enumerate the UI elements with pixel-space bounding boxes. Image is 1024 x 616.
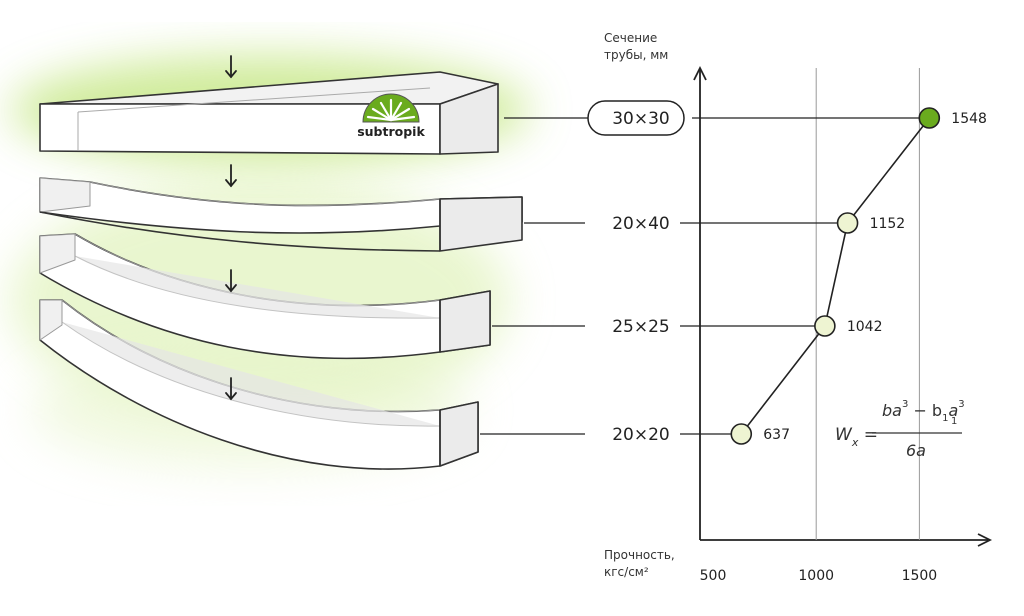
data-point (918, 107, 941, 129)
down-arrow-icon (225, 164, 237, 188)
y-axis (693, 65, 707, 540)
data-label: 1042 (847, 319, 883, 335)
down-arrow-icon (225, 269, 237, 293)
beam-25x25 (39, 233, 491, 360)
connector-lines (480, 117, 930, 435)
x-tick-label: 1500 (902, 568, 938, 584)
down-arrow-icon (225, 377, 237, 401)
section-modulus-formula: Wx = ba3 − b1a3 1 6a (835, 399, 965, 460)
palm-sunburst-icon (362, 93, 420, 123)
svg-text:6a: 6a (906, 441, 926, 460)
x-axis (700, 533, 993, 547)
y-axis-label-line2: трубы, мм (604, 48, 668, 62)
data-label: 1548 (951, 111, 987, 127)
down-arrow-icon (225, 55, 237, 79)
x-axis-label-line2: кгс/см² (604, 565, 649, 579)
brand-logo: subtropik (357, 93, 425, 139)
svg-text:1: 1 (951, 416, 957, 427)
gridlines (815, 68, 920, 540)
category-label: 30×30 (612, 109, 670, 129)
category-label: 20×40 (612, 214, 670, 234)
svg-text:ba3 − b1a3: ba3 − b1a3 (882, 399, 965, 424)
highlight-pill (587, 100, 685, 136)
data-point (814, 315, 836, 337)
data-label: 637 (763, 427, 790, 443)
svg-text:Wx =: Wx = (835, 425, 878, 449)
series-line (740, 117, 930, 435)
data-series (730, 107, 941, 445)
y-axis-label: Сечение (604, 31, 657, 45)
beam-20x20 (39, 299, 479, 470)
category-label: 20×20 (612, 425, 670, 445)
labels: 500 1000 1500 30×30 20×40 25×25 20×20 1548 1152 1… (587, 100, 987, 584)
x-tick-label: 500 (700, 568, 727, 584)
brand-name: subtropik (357, 124, 425, 139)
data-label: 1152 (870, 216, 906, 232)
x-axis-label: Прочность, (604, 548, 675, 562)
data-point (836, 212, 859, 234)
x-tick-label: 1000 (798, 568, 834, 584)
data-point (730, 423, 753, 445)
category-label: 25×25 (612, 317, 670, 337)
beam-20x40 (39, 177, 523, 252)
